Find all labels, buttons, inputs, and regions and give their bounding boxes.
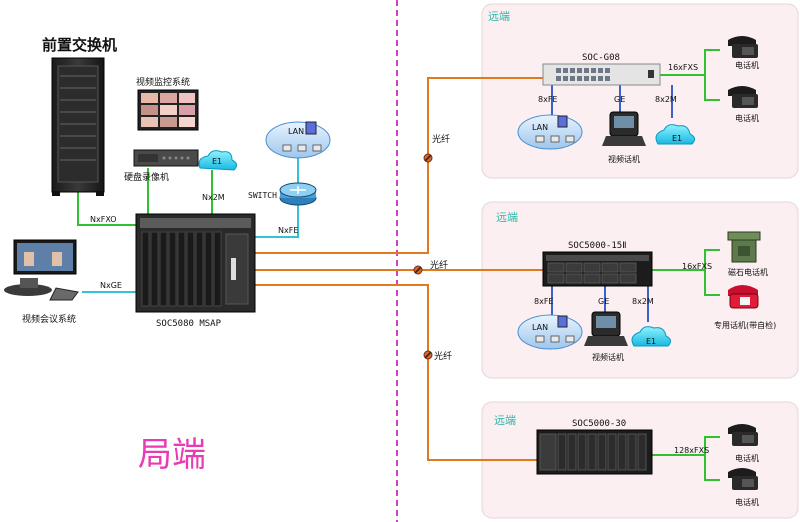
fiber-label-1: 光纤	[432, 133, 450, 145]
lan-label-2: LAN	[532, 323, 548, 332]
local-title: 前置交换机	[42, 36, 117, 54]
magneto-phone-icon	[727, 231, 761, 263]
phone-label: 电话机	[735, 497, 759, 507]
fiber-marker	[413, 153, 433, 360]
soc5000-30-label: SOC5000-30	[572, 419, 626, 429]
red-phone-icon	[728, 285, 759, 309]
cyan-links	[82, 155, 299, 293]
e1-label-1: E1	[672, 134, 682, 143]
soc-g08-device-icon	[542, 63, 661, 86]
ge-label-2: GE	[598, 297, 609, 306]
video-phone-icon	[584, 311, 628, 346]
lan-cloud-icon	[265, 121, 331, 159]
msap-label: SOC5080 MSAP	[156, 319, 222, 329]
e1-link-label-1: 8x2M	[655, 95, 677, 104]
phone-label: 磁石电话机	[728, 267, 768, 277]
fiber-links	[255, 77, 543, 461]
fxs-label-3: 128xFXS	[674, 446, 709, 455]
phone-label: 电话机	[735, 60, 759, 70]
e1-label-2: E1	[646, 337, 656, 346]
telephone-icon	[728, 86, 758, 108]
soc-g08-label: SOC-G08	[582, 53, 620, 63]
soc5000-30-device-icon	[536, 429, 653, 475]
phone-label: 电话机	[735, 453, 759, 463]
videophone-label-1: 视频话机	[608, 154, 640, 164]
soc5000-15-label: SOC5000-15Ⅱ	[568, 241, 627, 251]
fxs-label-2: 16xFXS	[682, 262, 712, 271]
e1-cloud-icon	[631, 326, 672, 347]
fiber-label-3: 光纤	[434, 350, 452, 362]
telephone-icon	[728, 424, 758, 446]
e1-label: E1	[212, 157, 222, 166]
nxfe-label: NxFE	[278, 226, 298, 235]
soc5000-15-device-icon	[542, 251, 653, 287]
nxge-label: NxGE	[100, 281, 122, 290]
dvr-label: 硬盘录像机	[124, 171, 169, 183]
nxfxo-label: NxFXO	[90, 215, 117, 224]
video-conference-icon	[4, 239, 79, 301]
telephone-icon	[728, 36, 758, 58]
e1-cloud-icon	[198, 150, 238, 171]
e1-cloud-icon	[655, 124, 696, 145]
nx2m-label: Nx2M	[202, 193, 225, 202]
rack-server-icon	[51, 57, 105, 196]
remote-label-2: 远端	[496, 211, 518, 224]
e1-link-label-2: 8x2M	[632, 297, 654, 306]
fxs-label-1: 16xFXS	[668, 63, 698, 72]
dvr-icon	[133, 149, 199, 167]
video-phone-icon	[602, 111, 646, 146]
videophone-label-2: 视频话机	[592, 352, 624, 362]
remote-label-1: 远端	[488, 10, 510, 23]
telephone-icon	[728, 468, 758, 490]
lan-cloud-icon	[517, 314, 583, 350]
lan-label-1: LAN	[532, 123, 548, 132]
local-big-label: 局端	[138, 435, 206, 475]
green-links	[77, 49, 720, 481]
video-wall-icon	[137, 89, 199, 131]
remote-label-3: 远端	[494, 414, 516, 427]
phone-label: 专用话机(带自检)	[714, 320, 776, 330]
msap-chassis-icon	[135, 213, 256, 313]
fe-label-1: 8xFE	[538, 95, 557, 104]
lan-cloud-icon	[517, 114, 583, 150]
ge-label-1: GE	[614, 95, 625, 104]
video-conf-label: 视频会议系统	[22, 313, 76, 325]
lan-label: LAN	[288, 127, 304, 136]
phone-label: 电话机	[735, 113, 759, 123]
fiber-label-2: 光纤	[430, 259, 448, 271]
switch-icon	[279, 182, 317, 206]
video-monitor-label: 视频监控系统	[136, 76, 190, 88]
blue-links	[551, 85, 673, 322]
fe-label-2: 8xFE	[534, 297, 553, 306]
switch-label: SWITCH	[248, 191, 277, 200]
